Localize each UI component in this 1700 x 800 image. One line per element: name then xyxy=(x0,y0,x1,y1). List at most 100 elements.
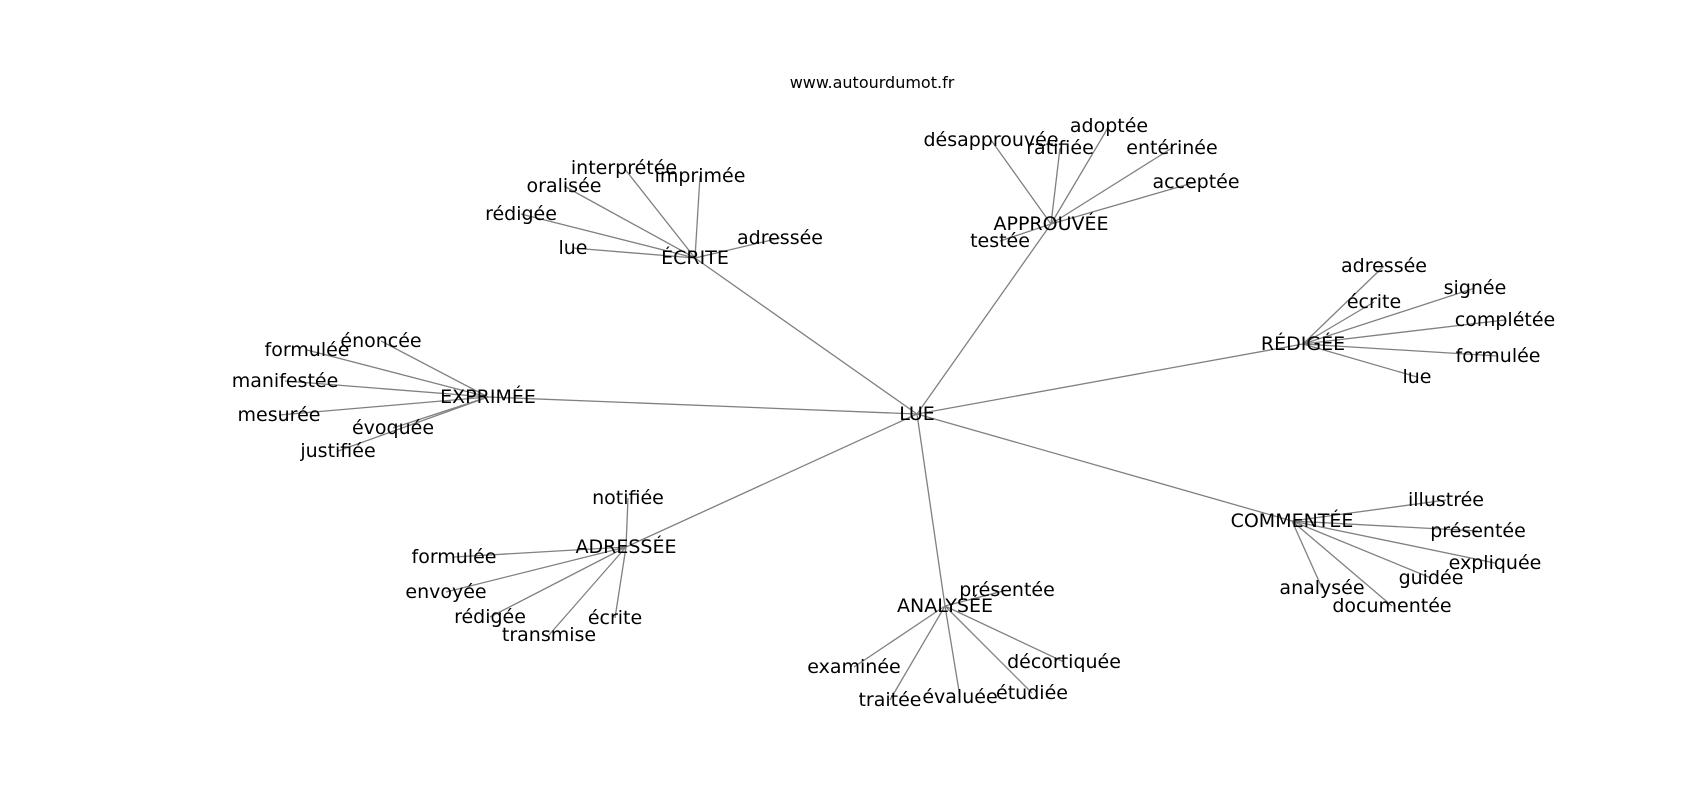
leaf-node: décortiquée xyxy=(1007,651,1121,673)
edge-group-to-leaf xyxy=(453,546,627,558)
group-node: ANALYSÉE xyxy=(897,594,993,617)
leaf-node: mesurée xyxy=(238,404,321,426)
leaf-node: écrite xyxy=(1347,291,1401,313)
edge-group-to-leaf xyxy=(614,546,627,619)
edge-group-to-leaf xyxy=(694,237,781,259)
leaf-node: guidée xyxy=(1399,567,1464,589)
edge-root-to-group xyxy=(916,413,1293,522)
edge-group-to-leaf xyxy=(278,396,489,416)
source-label: www.autourdumot.fr xyxy=(790,73,955,92)
leaf-node: étudiée xyxy=(996,682,1068,704)
edge-group-to-leaf xyxy=(337,396,489,452)
group-node: COMMENTÉE xyxy=(1231,509,1354,532)
edge-group-to-leaf xyxy=(1302,301,1375,345)
leaf-node: complétée xyxy=(1455,309,1555,331)
leaf-node: oralisée xyxy=(527,175,602,197)
leaf-node: envoyée xyxy=(405,581,486,603)
leaf-node: manifestée xyxy=(232,370,339,392)
leaf-node: entérinée xyxy=(1126,137,1217,159)
leaf-node: analysée xyxy=(1279,577,1364,599)
leaf-node: adressée xyxy=(737,227,823,249)
edge-group-to-leaf xyxy=(990,139,1052,225)
edge-root-to-group xyxy=(916,223,1052,415)
leaf-node: acceptée xyxy=(1152,171,1239,193)
leaf-node: formulée xyxy=(412,546,497,568)
edge-group-to-leaf xyxy=(1302,343,1418,378)
edge-root-to-group xyxy=(625,413,918,548)
leaf-node: transmise xyxy=(502,624,596,646)
edge-group-to-leaf xyxy=(1302,287,1476,345)
graph-edges xyxy=(278,125,1506,701)
edge-group-to-leaf xyxy=(284,380,489,398)
leaf-node: écrite xyxy=(588,607,642,629)
edge-group-to-leaf xyxy=(520,213,696,259)
leaf-node: imprimée xyxy=(655,165,746,187)
edge-root-to-group xyxy=(487,396,918,415)
leaf-node: formulée xyxy=(1456,345,1541,367)
edge-group-to-leaf xyxy=(1302,265,1385,345)
leaf-node: justifiée xyxy=(299,440,375,462)
leaf-node: adressée xyxy=(1341,255,1427,277)
leaf-node: évoquée xyxy=(352,417,434,439)
edge-group-to-leaf xyxy=(489,546,627,618)
leaf-node: expliquée xyxy=(1449,552,1542,574)
edge-root-to-group xyxy=(916,343,1304,415)
leaf-node: notifiée xyxy=(592,487,664,509)
leaf-node: rédigée xyxy=(485,203,557,225)
edge-group-to-leaf xyxy=(853,605,946,668)
edge-group-to-leaf xyxy=(380,340,489,398)
graph-labels: www.autourdumot.fr LUEÉCRITEinterprétéei… xyxy=(232,73,1556,711)
edge-group-to-leaf xyxy=(1291,499,1447,522)
leaf-node: adoptée xyxy=(1070,115,1148,137)
leaf-node: ratifiée xyxy=(1026,137,1094,159)
edge-group-to-leaf xyxy=(1050,181,1197,225)
edge-group-to-leaf xyxy=(694,175,701,259)
leaf-node: documentée xyxy=(1332,595,1451,617)
leaf-node: évaluée xyxy=(922,686,997,708)
edge-root-to-group xyxy=(694,257,918,415)
edge-group-to-leaf xyxy=(1291,520,1496,564)
edge-group-to-leaf xyxy=(889,605,946,701)
leaf-node: interprétée xyxy=(571,157,677,179)
leaf-node: testée xyxy=(970,230,1030,252)
leaf-node: signée xyxy=(1444,277,1507,299)
leaf-node: lue xyxy=(558,237,587,259)
leaf-node: lue xyxy=(1402,366,1431,388)
edge-group-to-leaf xyxy=(1291,520,1323,589)
leaf-node: présentée xyxy=(959,579,1055,601)
leaf-node: énoncée xyxy=(340,330,421,352)
leaf-node: désapprouvée xyxy=(923,129,1058,151)
edge-group-to-leaf xyxy=(1291,520,1479,532)
root-node: LUE xyxy=(899,403,935,425)
group-node: EXPRIMÉE xyxy=(440,385,536,408)
leaf-node: présentée xyxy=(1430,520,1526,542)
leaf-node: formulée xyxy=(265,339,350,361)
leaf-node: traitée xyxy=(858,689,921,711)
group-node: RÉDIGÉE xyxy=(1261,332,1345,355)
edge-group-to-leaf xyxy=(1050,125,1110,225)
edge-group-to-leaf xyxy=(944,605,961,698)
edge-group-to-leaf xyxy=(944,605,1065,663)
edge-group-to-leaf xyxy=(1291,520,1393,607)
edge-group-to-leaf xyxy=(623,167,696,259)
edge-group-to-leaf xyxy=(944,589,1008,607)
group-node: APPROUVÉE xyxy=(994,212,1109,235)
edge-group-to-leaf xyxy=(999,223,1052,242)
group-node: ÉCRITE xyxy=(661,246,729,269)
edge-root-to-group xyxy=(916,413,946,607)
edge-group-to-leaf xyxy=(548,546,627,636)
leaf-node: illustrée xyxy=(1408,489,1484,511)
edge-group-to-leaf xyxy=(306,349,489,398)
edge-group-to-leaf xyxy=(1302,343,1499,357)
edge-group-to-leaf xyxy=(1291,520,1432,579)
edge-group-to-leaf xyxy=(1050,147,1061,225)
edge-group-to-leaf xyxy=(1050,147,1173,225)
edge-group-to-leaf xyxy=(944,605,1033,694)
group-node: ADRESSÉE xyxy=(576,535,677,558)
leaf-node: examinée xyxy=(807,656,900,678)
edge-group-to-leaf xyxy=(625,497,629,548)
edge-group-to-leaf xyxy=(1302,319,1506,345)
edge-group-to-leaf xyxy=(572,247,696,259)
edge-group-to-leaf xyxy=(563,185,696,259)
